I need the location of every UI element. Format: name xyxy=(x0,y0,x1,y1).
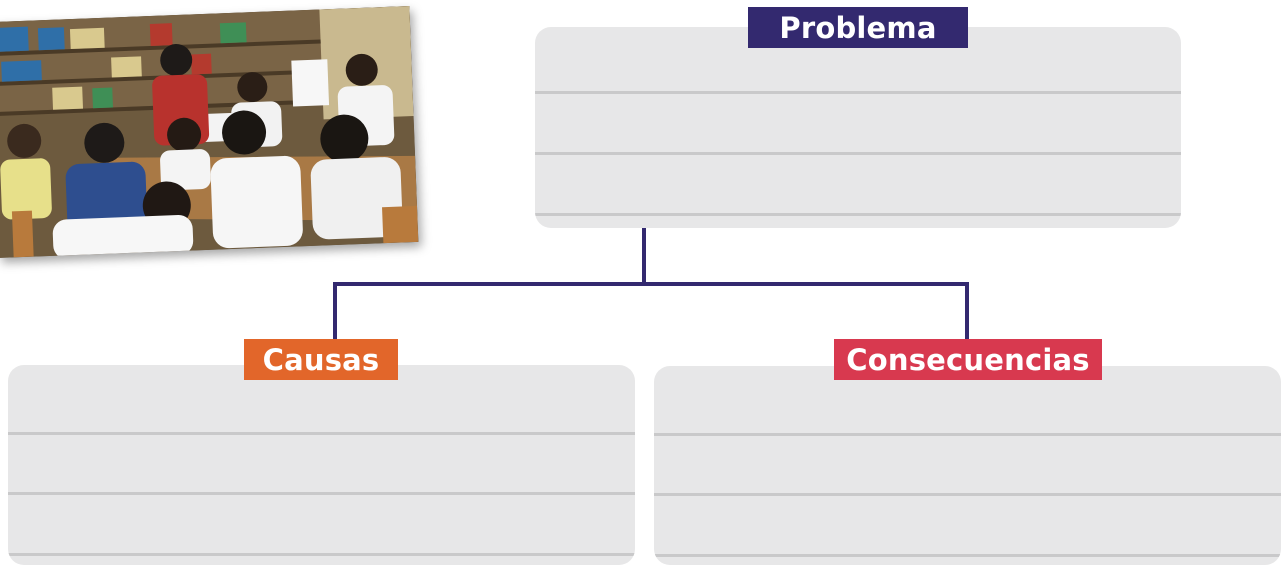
writing-line xyxy=(535,213,1181,216)
causes-box[interactable] xyxy=(8,365,635,565)
writing-line xyxy=(535,152,1181,155)
connector-tree xyxy=(333,226,969,344)
problem-label: Problema xyxy=(748,7,968,48)
writing-line xyxy=(654,493,1281,496)
classroom-photo xyxy=(0,6,419,258)
consequences-label: Consecuencias xyxy=(834,339,1102,380)
writing-line xyxy=(8,553,635,556)
classroom-photo-illustration xyxy=(0,6,419,258)
writing-line xyxy=(654,433,1281,436)
writing-line xyxy=(535,91,1181,94)
writing-line xyxy=(654,554,1281,557)
writing-line xyxy=(8,432,635,435)
problem-box[interactable] xyxy=(535,27,1181,228)
consequences-box[interactable] xyxy=(654,366,1281,565)
causes-label: Causas xyxy=(244,339,398,380)
writing-line xyxy=(8,492,635,495)
